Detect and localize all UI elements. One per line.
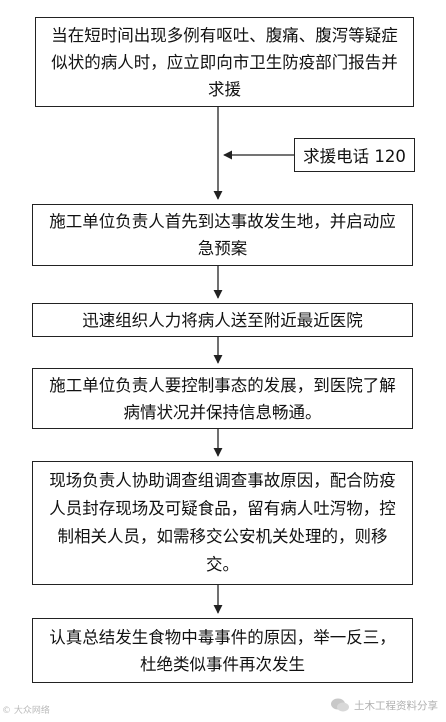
step-3-text: 迅速组织人力将病人送至附近最近医院 (82, 310, 363, 330)
step-4-box: 施工单位负责人要控制事态的发展，到医院了解病情状况并保持信息畅通。 (32, 368, 413, 429)
step-6-text: 认真总结发生食物中毒事件的原因，举一反三，杜绝类似事件再次发生 (49, 627, 396, 674)
step-1-text: 当在短时间出现多例有呕吐、腹痛、腹泻等疑症似状的病人时，应立即向市卫生防疫部门报… (51, 25, 398, 99)
step-2-box: 施工单位负责人首先到达事故发生地，并启动应急预案 (32, 204, 413, 266)
watermark-left: © 大众网络 (2, 706, 50, 716)
watermark-right-text: 土木工程资料分享 (354, 699, 438, 712)
help-phone-box: 求援电话 120 (294, 138, 415, 172)
watermark-right: 土木工程资料分享 (330, 697, 438, 713)
step-5-box: 现场负责人协助调查组调查事故原因，配合防疫人员封存现场及可疑食品，留有病人吐泻物… (32, 461, 413, 585)
step-1-box: 当在短时间出现多例有呕吐、腹痛、腹泻等疑症似状的病人时，应立即向市卫生防疫部门报… (35, 17, 414, 107)
step-3-box: 迅速组织人力将病人送至附近最近医院 (32, 303, 413, 337)
step-2-text: 施工单位负责人首先到达事故发生地，并启动应急预案 (49, 212, 396, 258)
step-4-text: 施工单位负责人要控制事态的发展，到医院了解病情状况并保持信息畅通。 (49, 375, 396, 422)
wechat-icon (331, 698, 349, 712)
help-phone-text: 求援电话 120 (303, 147, 406, 166)
step-5-text: 现场负责人协助调查组调查事故原因，配合防疫人员封存现场及可疑食品，留有病人吐泻物… (49, 471, 396, 574)
step-6-box: 认真总结发生食物中毒事件的原因，举一反三，杜绝类似事件再次发生 (32, 618, 413, 683)
